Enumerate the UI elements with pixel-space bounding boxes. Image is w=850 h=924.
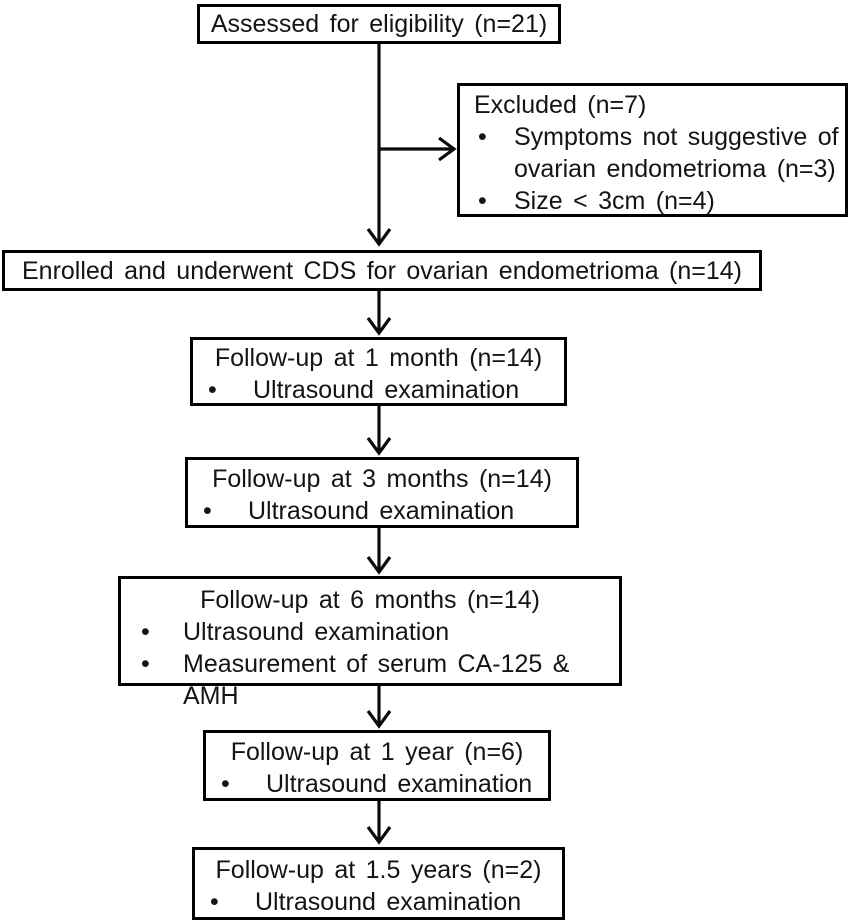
excluded-bullet-text: Size < 3cm (n=4)	[514, 187, 715, 215]
bullet-dot-icon	[221, 768, 266, 800]
arrowhead-down-icon	[366, 826, 392, 845]
followup-bullet-text: Ultrasound examination	[255, 888, 522, 916]
arrowhead-down-icon	[366, 710, 392, 729]
excluded-bullet-item: Symptoms not suggestive of ovarian endom…	[474, 121, 839, 185]
arrowhead-right-icon	[438, 136, 457, 162]
bullet-dot-icon	[141, 648, 183, 680]
box-followup-1-5-years: Follow-up at 1.5 years (n=2) Ultrasound …	[192, 847, 565, 920]
arrowhead-down-icon	[366, 228, 392, 247]
box-enrolled-underwent-cds: Enrolled and underwent CDS for ovarian e…	[2, 250, 762, 291]
followup-bullet-item: Ultrasound examination	[206, 768, 548, 800]
arrowhead-down-icon	[366, 437, 392, 456]
box-followup-1-year: Follow-up at 1 year (n=6) Ultrasound exa…	[203, 730, 551, 801]
box-followup-1-month: Follow-up at 1 month (n=14) Ultrasound e…	[190, 337, 567, 406]
bullet-dot-icon	[203, 495, 248, 527]
excluded-bullet-item: Size < 3cm (n=4)	[474, 185, 839, 217]
box-assessed-for-eligibility: Assessed for eligibility (n=21)	[197, 4, 561, 44]
box-followup-3-months-title: Follow-up at 3 months (n=14)	[212, 465, 552, 493]
box-followup-3-months: Follow-up at 3 months (n=14) Ultrasound …	[185, 457, 579, 528]
followup-bullet-item: Ultrasound examination	[188, 495, 576, 527]
box-enrolled-title: Enrolled and underwent CDS for ovarian e…	[21, 256, 743, 285]
box-excluded-title: Excluded (n=7)	[474, 91, 647, 119]
box-followup-6-months-title: Follow-up at 6 months (n=14)	[200, 586, 540, 614]
followup-bullet-item: Ultrasound examination	[193, 374, 564, 406]
followup-bullet-item: Ultrasound examination	[121, 616, 619, 648]
box-excluded: Excluded (n=7) Symptoms not suggestive o…	[457, 83, 848, 217]
followup-bullet-item: Ultrasound examination	[195, 886, 562, 918]
followup-bullet-item: Measurement of serum CA-125 & AMH	[121, 648, 619, 712]
arrowhead-down-icon	[366, 317, 392, 336]
box-followup-1-year-title: Follow-up at 1 year (n=6)	[230, 738, 524, 766]
excluded-bullet-text: Symptoms not suggestive of ovarian endom…	[514, 123, 839, 183]
followup-bullet-text: Measurement of serum CA-125 & AMH	[183, 650, 570, 710]
followup-bullet-text: Ultrasound examination	[248, 497, 515, 525]
box-followup-1-5-years-title: Follow-up at 1.5 years (n=2)	[215, 856, 542, 884]
bullet-dot-icon	[478, 185, 514, 217]
followup-bullet-text: Ultrasound examination	[266, 770, 533, 798]
bullet-dot-icon	[141, 616, 183, 648]
box-followup-6-months: Follow-up at 6 months (n=14) Ultrasound …	[118, 576, 622, 710]
bullet-dot-icon	[210, 886, 255, 918]
box-followup-1-month-title: Follow-up at 1 month (n=14)	[214, 344, 543, 372]
followup-bullet-text: Ultrasound examination	[183, 618, 450, 646]
bullet-dot-icon	[208, 374, 253, 406]
box-assessed-title: Assessed for eligibility (n=21)	[210, 10, 548, 38]
arrowhead-down-icon	[366, 556, 392, 575]
bullet-dot-icon	[478, 121, 514, 153]
followup-bullet-text: Ultrasound examination	[253, 376, 520, 404]
